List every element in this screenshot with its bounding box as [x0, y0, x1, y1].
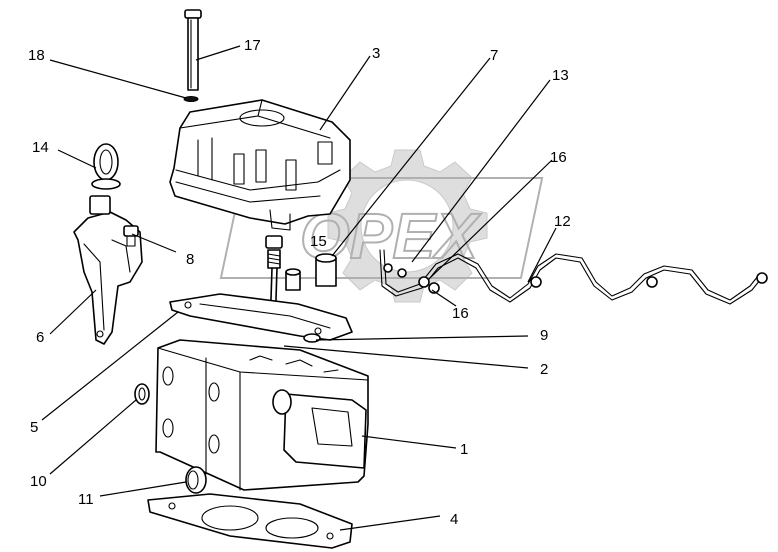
part-head-gasket-4 [147, 493, 353, 549]
part-valve-15 [265, 235, 283, 331]
part-washer-18 [183, 96, 199, 102]
callout-1: 1 [460, 441, 468, 458]
part-lifting-eye-14 [91, 143, 121, 190]
part-sleeve-7 [285, 253, 337, 291]
callout-16-upper: 16 [550, 149, 567, 166]
callout-9: 9 [540, 327, 548, 344]
callout-8: 8 [186, 251, 194, 268]
watermark-gear [327, 149, 488, 303]
part-bracket-6 [73, 195, 143, 345]
part-gasket-5 [169, 293, 353, 341]
callout-10: 10 [30, 473, 47, 490]
callout-6: 6 [36, 329, 44, 346]
callout-2: 2 [540, 361, 548, 378]
callout-13: 13 [552, 67, 569, 84]
part-seal-9 [303, 333, 321, 343]
part-bolt-8 [123, 225, 139, 247]
leader-lines [41, 45, 557, 531]
part-bolt-17 [184, 9, 202, 91]
callout-12: 12 [554, 213, 571, 230]
part-o-ring-10 [134, 383, 150, 405]
callout-labels: 18 17 3 7 13 14 16 12 15 8 16 6 9 2 5 1 … [28, 37, 571, 528]
part-cylinder-head-1 [155, 339, 369, 491]
part-fuel-pipe-12 [379, 249, 768, 305]
watermark-frame [219, 177, 544, 279]
part-rocker-cover-3 [169, 99, 351, 231]
callout-11: 11 [78, 491, 94, 508]
callout-15: 15 [310, 233, 327, 250]
callout-5: 5 [30, 419, 38, 436]
callout-16-lower: 16 [452, 305, 469, 322]
callout-18: 18 [28, 47, 45, 64]
callout-17: 17 [244, 37, 261, 54]
callout-14: 14 [32, 139, 49, 156]
callout-3: 3 [372, 45, 380, 62]
part-plug-11 [185, 466, 207, 494]
callout-7: 7 [490, 47, 498, 64]
callout-4: 4 [450, 511, 458, 528]
